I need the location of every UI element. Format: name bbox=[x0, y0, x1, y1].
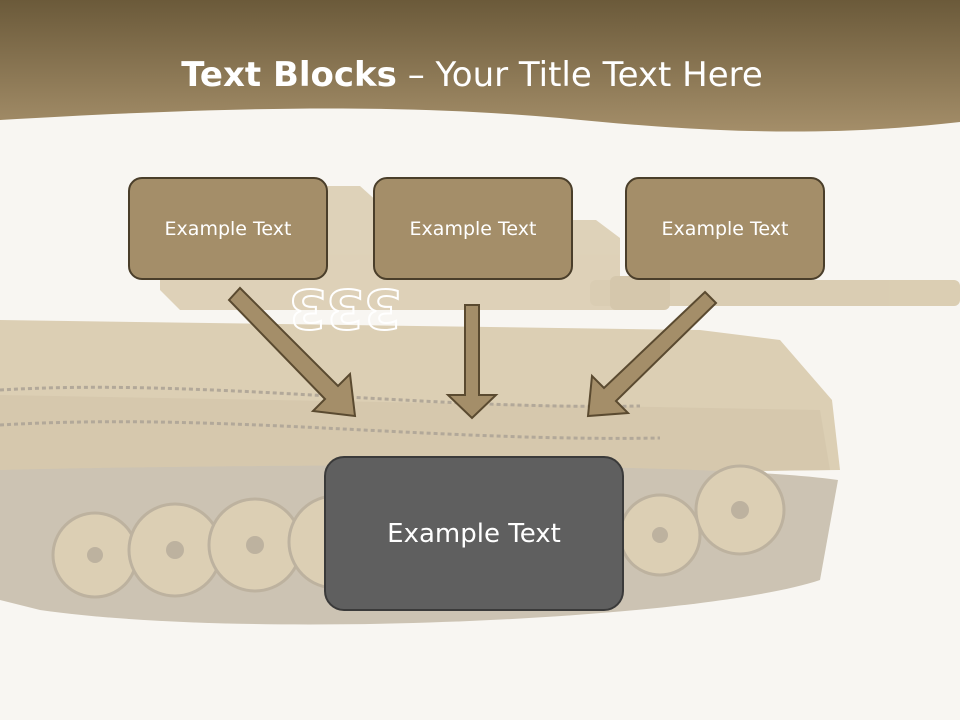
title-bold: Text Blocks bbox=[181, 55, 397, 95]
text-block-left-label: Example Text bbox=[164, 217, 292, 240]
arrow-down-right-icon bbox=[227, 286, 357, 418]
title-rest: Your Title Text Here bbox=[435, 55, 763, 95]
header-band bbox=[0, 0, 960, 132]
text-block-center[interactable]: Example Text bbox=[373, 177, 573, 280]
tank-marking: 333 bbox=[289, 277, 402, 340]
text-block-right[interactable]: Example Text bbox=[625, 177, 825, 280]
text-block-left[interactable]: Example Text bbox=[128, 177, 328, 280]
text-block-main[interactable]: Example Text bbox=[324, 456, 624, 611]
arrow-down-left-icon bbox=[586, 290, 718, 418]
text-block-center-label: Example Text bbox=[409, 217, 537, 240]
arrow-down-icon bbox=[445, 304, 499, 420]
text-block-right-label: Example Text bbox=[661, 217, 789, 240]
title-dash: – bbox=[396, 55, 436, 95]
slide-title: Text Blocks – Your Title Text Here bbox=[0, 52, 944, 98]
text-block-main-label: Example Text bbox=[387, 518, 561, 549]
